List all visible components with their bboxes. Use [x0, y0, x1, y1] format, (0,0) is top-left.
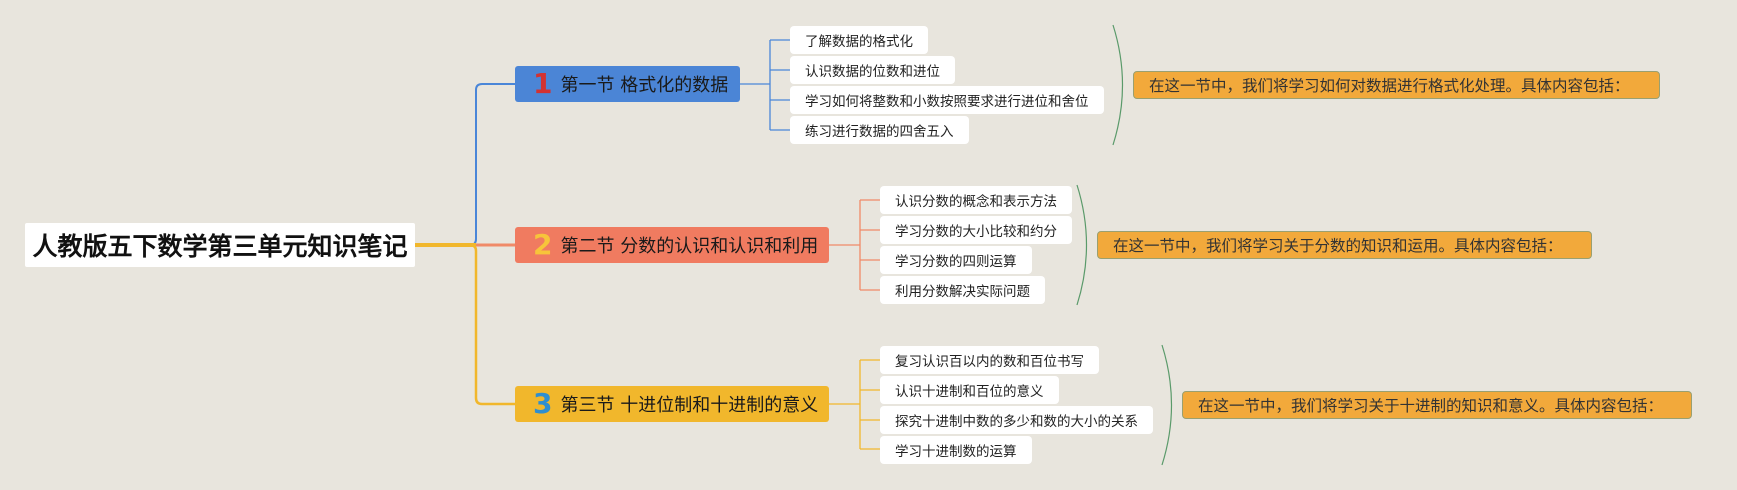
section1-summary[interactable]: 在这一节中，我们将学习如何对数据进行格式化处理。具体内容包括： — [1133, 71, 1660, 99]
section3-item-1[interactable]: 复习认识百以内的数和百位书写 — [880, 346, 1099, 374]
section2-item-1[interactable]: 认识分数的概念和表示方法 — [880, 186, 1072, 214]
section-number-1: 1 — [533, 67, 553, 100]
section-title-3: 第三节 十进位制和十进制的意义 — [560, 395, 819, 416]
section2-item-4[interactable]: 利用分数解决实际问题 — [880, 276, 1045, 304]
section2-item-3[interactable]: 学习分数的四则运算 — [880, 246, 1032, 274]
section1-item-connectors — [740, 39, 790, 131]
section3-item-4[interactable]: 学习十进制数的运算 — [880, 436, 1032, 464]
section2-item-connectors — [829, 199, 880, 291]
summary-brace-1 — [1112, 24, 1124, 146]
section3-summary[interactable]: 在这一节中，我们将学习关于十进制的知识和意义。具体内容包括： — [1182, 391, 1692, 419]
section2-summary[interactable]: 在这一节中，我们将学习关于分数的知识和运用。具体内容包括： — [1097, 231, 1592, 259]
section1-item-1[interactable]: 了解数据的格式化 — [790, 26, 928, 54]
section3-item-connectors — [829, 359, 880, 450]
section1-item-2[interactable]: 认识数据的位数和进位 — [790, 56, 955, 84]
section-topic-3[interactable]: 3 第三节 十进位制和十进制的意义 — [515, 386, 829, 422]
section-title-2: 第二节 分数的认识和认识和利用 — [560, 236, 819, 257]
root-topic[interactable]: 人教版五下数学第三单元知识笔记 — [25, 223, 415, 267]
summary-brace-3 — [1161, 344, 1173, 466]
section3-item-2[interactable]: 认识十进制和百位的意义 — [880, 376, 1059, 404]
section-number-3: 3 — [533, 387, 553, 420]
section3-item-3[interactable]: 探究十进制中数的多少和数的大小的关系 — [880, 406, 1153, 434]
section-number-2: 2 — [533, 228, 553, 261]
summary-brace-2 — [1076, 184, 1088, 306]
branch-line-1 — [415, 83, 515, 246]
section1-item-3[interactable]: 学习如何将整数和小数按照要求进行进位和舍位 — [790, 86, 1104, 114]
branch-line-3 — [415, 243, 515, 406]
section-topic-1[interactable]: 1 第一节 格式化的数据 — [515, 66, 740, 102]
section2-item-2[interactable]: 学习分数的大小比较和约分 — [880, 216, 1072, 244]
section-topic-2[interactable]: 2 第二节 分数的认识和认识和利用 — [515, 227, 829, 263]
section1-item-4[interactable]: 练习进行数据的四舍五入 — [790, 116, 969, 144]
section-title-1: 第一节 格式化的数据 — [560, 75, 729, 96]
